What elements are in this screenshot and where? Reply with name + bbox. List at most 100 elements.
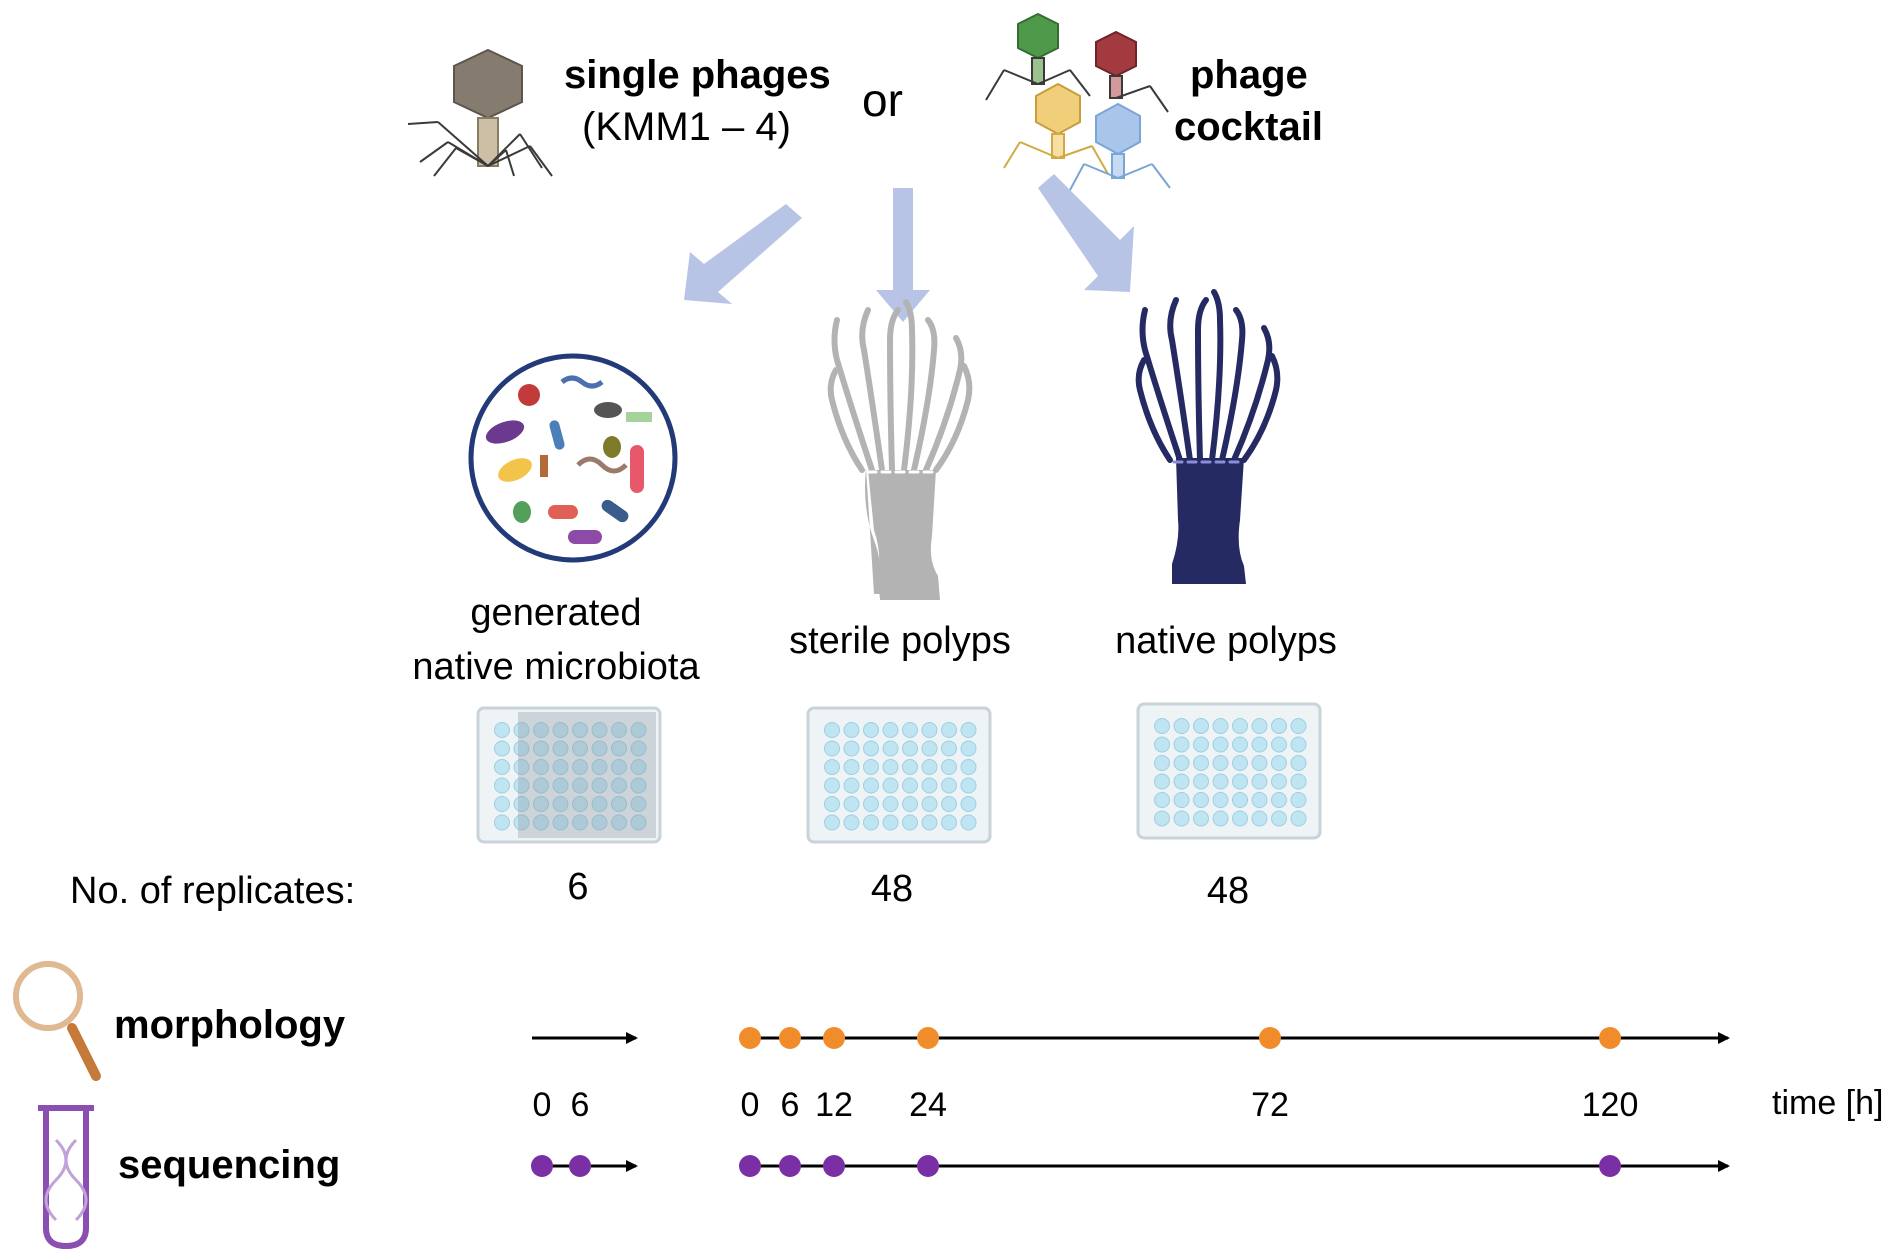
plate-well: [882, 759, 899, 775]
plate-well: [494, 796, 510, 812]
plate-well: [630, 722, 647, 738]
plate-well: [611, 722, 627, 738]
plate-well: [611, 796, 627, 812]
plate-well: [494, 814, 510, 831]
plate-well: [572, 759, 588, 775]
single-phage-icon: [407, 48, 553, 177]
plate-well: [591, 777, 608, 794]
plate-well: [960, 796, 977, 812]
microbiota-label-line1: generated: [470, 592, 642, 634]
plate-well: [1193, 810, 1209, 827]
plate-well: [882, 796, 899, 812]
plate-well: [960, 814, 977, 831]
plate-well: [1173, 755, 1190, 771]
well-plate-microbiota: [476, 706, 662, 844]
plate-well: [1290, 718, 1307, 734]
plate-well: [1154, 773, 1170, 790]
plate-well: [824, 777, 840, 794]
plate-well: [611, 814, 627, 831]
plate-well: [1212, 736, 1229, 753]
phage-cocktail-icon: [985, 12, 1171, 191]
plate-well: [1290, 810, 1307, 827]
plate-well: [533, 759, 549, 775]
plate-well: [824, 814, 840, 831]
plate-well: [1154, 718, 1170, 734]
plate-well: [824, 740, 840, 757]
plate-well: [921, 740, 938, 757]
plate-well: [1154, 755, 1170, 771]
plate-well: [1154, 810, 1170, 827]
plate-well: [1271, 736, 1287, 753]
plate-well: [902, 777, 918, 794]
plate-well: [630, 796, 647, 812]
plate-well: [824, 796, 840, 812]
plate-well: [572, 814, 588, 831]
arrow-to-microbiota: [684, 204, 802, 304]
sequencing-timepoint: [917, 1155, 939, 1177]
microbiota-circle-icon: [468, 353, 678, 563]
plate-well: [1212, 810, 1229, 827]
arrow-to-native-polyps: [1038, 174, 1134, 292]
plate-well: [921, 814, 938, 831]
plate-well: [552, 814, 569, 831]
plate-well: [533, 777, 549, 794]
replicates-label: No. of replicates:: [70, 870, 356, 912]
plate-well: [902, 740, 918, 757]
plate-well: [863, 777, 879, 794]
plate-well: [1271, 718, 1287, 734]
single-phages-subtitle: (KMM1 – 4): [582, 105, 791, 149]
plate-well: [882, 722, 899, 738]
plate-well: [1232, 736, 1248, 753]
sequencing-timepoint: [823, 1155, 845, 1177]
magnifier-icon: [13, 961, 101, 1081]
morphology-timepoint: [1599, 1027, 1621, 1049]
plate-well: [941, 759, 957, 775]
plate-well: [572, 777, 588, 794]
plate-well: [1173, 736, 1190, 753]
plate-well: [941, 777, 957, 794]
plate-well: [513, 777, 530, 794]
plate-well: [960, 722, 977, 738]
native-polyps-label: native polyps: [1115, 620, 1337, 662]
plate-well: [1271, 792, 1287, 808]
morphology-label: morphology: [114, 1003, 346, 1047]
plate-well: [494, 740, 510, 757]
plate-well: [1290, 755, 1307, 771]
plate-well: [1232, 755, 1248, 771]
microbiota-label-line2: native microbiota: [412, 646, 700, 688]
plate-well: [494, 759, 510, 775]
well-plate-native: [1136, 702, 1322, 840]
time-tick-label: 24: [909, 1086, 947, 1124]
plate-well: [1251, 718, 1268, 734]
plate-well: [533, 722, 549, 738]
timepoint-markers: [531, 1027, 1621, 1177]
plate-well: [630, 740, 647, 757]
morphology-timepoint: [823, 1027, 845, 1049]
phage-cocktail-line1: phage: [1190, 53, 1308, 97]
sequencing-timepoint: [531, 1155, 553, 1177]
sterile-polyps-label: sterile polyps: [789, 620, 1011, 662]
plate-well: [552, 759, 569, 775]
plate-well: [1271, 755, 1287, 771]
plate-well: [513, 759, 530, 775]
sequencing-timepoint: [569, 1155, 591, 1177]
dna-tube-icon: [38, 1105, 94, 1250]
plate-well: [572, 722, 588, 738]
plate-well: [494, 777, 510, 794]
plate-well: [863, 814, 879, 831]
plate-well: [1290, 773, 1307, 790]
plate-well: [1271, 810, 1287, 827]
plate-well: [1193, 736, 1209, 753]
plate-well: [1154, 792, 1170, 808]
plate-well: [591, 814, 608, 831]
plate-well: [1251, 810, 1268, 827]
plate-well: [902, 722, 918, 738]
plate-well: [882, 740, 899, 757]
morphology-timepoint: [1259, 1027, 1281, 1049]
time-unit-label: time [h]: [1772, 1084, 1884, 1122]
time-tick-label: 0: [532, 1086, 552, 1124]
plate-well: [1173, 810, 1190, 827]
plate-well: [902, 796, 918, 812]
plate-well: [1232, 792, 1248, 808]
plate-well: [960, 740, 977, 757]
